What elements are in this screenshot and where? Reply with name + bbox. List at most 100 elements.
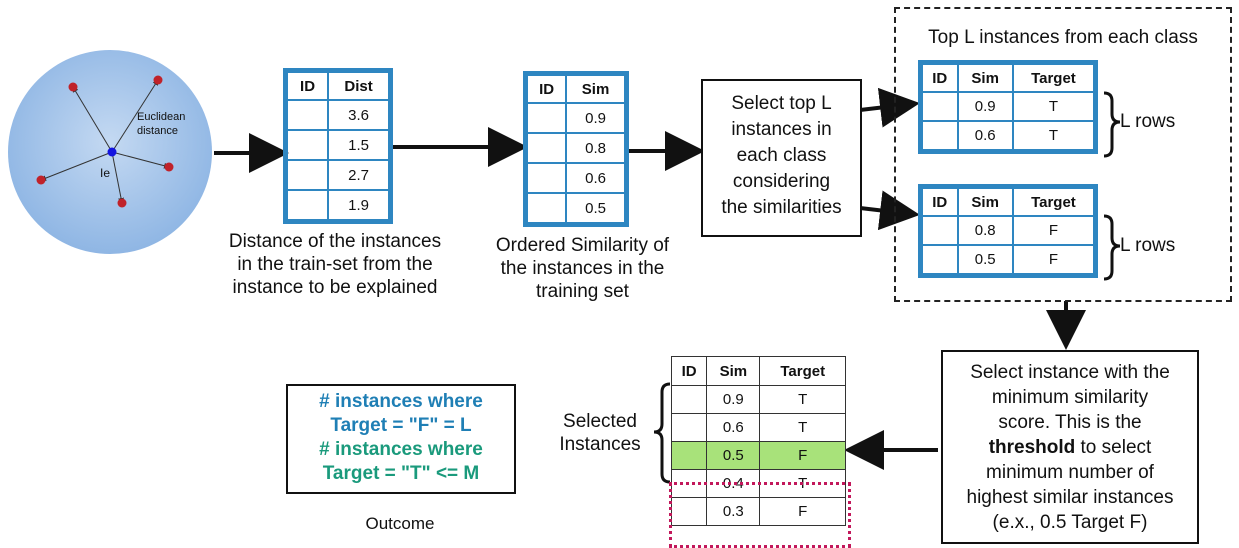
table-cell: 0.3 xyxy=(706,497,761,526)
table-cell: 0.6 xyxy=(956,120,1014,151)
table-row: 0.8 xyxy=(525,132,626,164)
table-cell: 1.5 xyxy=(327,129,390,161)
data-point xyxy=(68,82,78,92)
euclidean-distance-label: Euclidean distance xyxy=(137,111,186,137)
table-cell xyxy=(525,132,568,164)
table-cell xyxy=(670,413,708,442)
table-header-cell: ID xyxy=(285,71,330,101)
table-cell: 1.9 xyxy=(327,189,390,221)
table-header-cell: Target xyxy=(1011,63,1096,93)
curly-brace-icon xyxy=(653,382,671,484)
table-row: 0.9 xyxy=(525,102,626,134)
top-l-title: Top L instances from each class xyxy=(928,27,1198,48)
threshold-text-rest: minimum number of highest similar instan… xyxy=(966,462,1174,533)
table-cell: 0.8 xyxy=(956,215,1014,246)
table-cell xyxy=(921,120,959,151)
table-cell xyxy=(921,244,959,275)
select-top-l-text: Select top L instances in each class con… xyxy=(721,93,842,218)
table-cell: F xyxy=(1011,244,1096,275)
similarity-caption: Ordered Similarity of the instances in t… xyxy=(495,235,670,302)
distance-caption: Distance of the instances in the train-s… xyxy=(228,231,442,298)
l-rows-label: L rows xyxy=(1120,235,1176,256)
threshold-text: Select instance with the minimum similar… xyxy=(943,360,1197,535)
table-cell: T xyxy=(1011,91,1096,122)
table-cell: F xyxy=(759,497,846,526)
table-cell xyxy=(921,91,959,122)
select-top-l-box: Select top L instances in each class con… xyxy=(701,79,862,237)
table-cell: 0.9 xyxy=(706,385,761,414)
outcome-line-3: # instances where xyxy=(319,439,483,460)
table-cell: 0.9 xyxy=(956,91,1014,122)
table-row: 2.7 xyxy=(285,159,390,191)
ie-label: Ie xyxy=(100,166,111,180)
selected-cutoff-box xyxy=(669,482,851,548)
data-point xyxy=(153,75,163,85)
table-cell: T xyxy=(759,413,846,442)
table-cell xyxy=(670,385,708,414)
table-row: 0.6 xyxy=(525,162,626,194)
table-cell xyxy=(285,99,330,131)
table-cell xyxy=(285,189,330,221)
outcome-caption: Outcome xyxy=(365,514,435,533)
outcome-line-2: Target = "F" = L xyxy=(330,415,472,436)
table-header-cell: ID xyxy=(525,74,568,104)
table-row: 0.5 xyxy=(525,192,626,224)
table-row: 1.9 xyxy=(285,189,390,221)
table-cell: 3.6 xyxy=(327,99,390,131)
outcome-box: # instances where Target = "F" = L # ins… xyxy=(286,384,516,494)
threshold-text-after: to select xyxy=(1075,437,1152,458)
data-point xyxy=(36,175,46,185)
table-row: 3.6 xyxy=(285,99,390,131)
center-point xyxy=(107,147,117,157)
table-cell: 0.8 xyxy=(565,132,626,164)
outcome-line-1: # instances where xyxy=(319,391,483,412)
table-header-cell: Target xyxy=(1011,187,1096,217)
data-point xyxy=(164,162,174,172)
arrow-right-icon xyxy=(859,87,920,128)
top-l-container xyxy=(894,7,1232,302)
table-cell xyxy=(285,159,330,191)
table-header-cell: Sim xyxy=(956,187,1014,217)
table-cell: 2.7 xyxy=(327,159,390,191)
curly-brace-icon xyxy=(1103,214,1121,281)
table-cell: F xyxy=(759,441,846,470)
table-cell: T xyxy=(759,385,846,414)
table-header-cell: Sim xyxy=(565,74,626,104)
table-cell: 0.6 xyxy=(565,162,626,194)
table-cell xyxy=(525,192,568,224)
table-cell: 0.9 xyxy=(565,102,626,134)
threshold-text-before: Select instance with the minimum similar… xyxy=(970,362,1170,433)
table-header-cell: ID xyxy=(921,63,959,93)
table-cell: T xyxy=(1011,120,1096,151)
table-header-cell: Sim xyxy=(956,63,1014,93)
table-header-cell: ID xyxy=(921,187,959,217)
table-header-cell: Sim xyxy=(706,356,761,386)
curly-brace-icon xyxy=(1103,91,1121,158)
table-cell: F xyxy=(1011,215,1096,246)
table-header-cell: Dist xyxy=(327,71,390,101)
table-cell xyxy=(525,162,568,194)
table-cell xyxy=(285,129,330,161)
table-cell: 0.5 xyxy=(956,244,1014,275)
table-cell: 0.6 xyxy=(706,413,761,442)
table-header-cell: Target xyxy=(759,356,846,386)
arrow-right-icon xyxy=(859,190,920,231)
l-rows-label: L rows xyxy=(1120,111,1176,132)
table-row: 1.5 xyxy=(285,129,390,161)
threshold-box: Select instance with the minimum similar… xyxy=(941,350,1199,544)
